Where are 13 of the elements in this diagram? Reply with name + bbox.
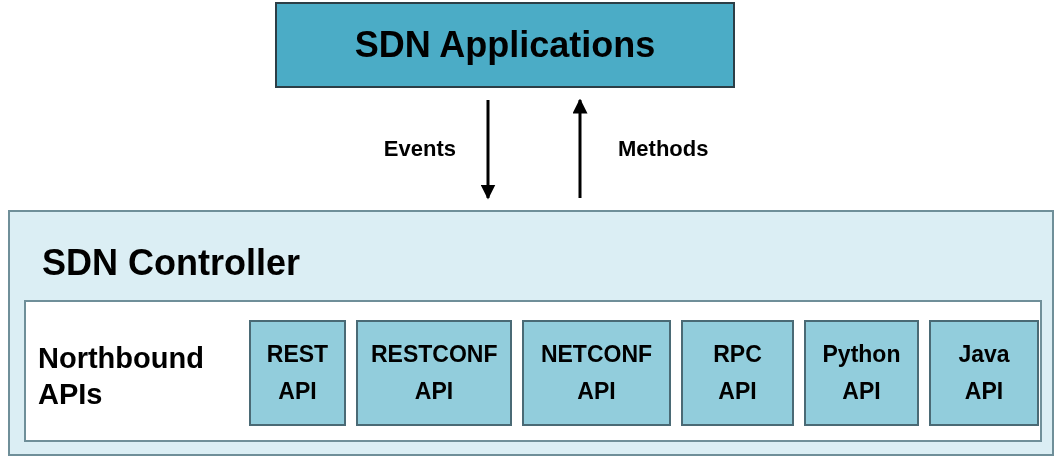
application-box: SDN Applications: [275, 2, 735, 88]
api-box: NETCONF API: [522, 320, 671, 426]
api-box: RPC API: [681, 320, 794, 426]
api-box: REST API: [249, 320, 346, 426]
api-box: Python API: [804, 320, 919, 426]
controller-panel: [8, 210, 1054, 456]
panel-title: SDN Controller: [42, 241, 300, 285]
arrow: [572, 98, 588, 198]
api-panel: [24, 300, 1042, 442]
api-box: Java API: [929, 320, 1039, 426]
api-box: RESTCONF API: [356, 320, 512, 426]
arrow: [480, 100, 496, 200]
panel-title: Northbound APIs: [38, 341, 205, 413]
